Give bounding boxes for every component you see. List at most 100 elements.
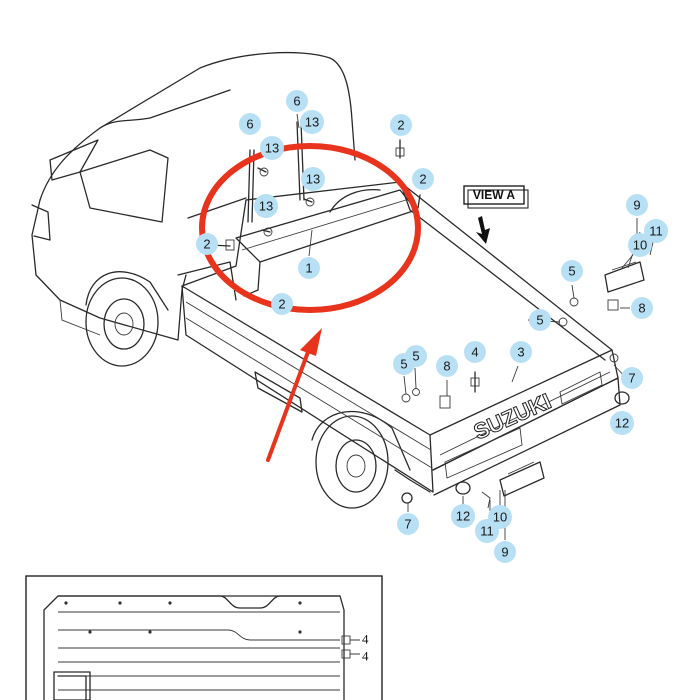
callout-2: 2: [412, 168, 434, 190]
callout-number: 13: [305, 115, 319, 130]
callout-6: 6: [239, 113, 261, 135]
callout-2: 2: [390, 114, 412, 136]
callout-number: 9: [501, 545, 508, 560]
callout-bubble: [644, 219, 668, 243]
callout-10: 10: [628, 233, 652, 257]
callout-number: 12: [456, 509, 470, 524]
view-a-shadow: [467, 189, 529, 209]
callout-bubble: [390, 114, 412, 136]
down-arrow-icon: [476, 216, 490, 244]
callout-number: 8: [443, 359, 450, 374]
callout-number: 7: [404, 517, 411, 532]
callout-bubble: [286, 90, 308, 112]
inset-callout-4b: 4: [362, 649, 369, 664]
callout-bubble: [196, 233, 218, 255]
callout-bubble: [451, 504, 475, 528]
callout-5: 5: [561, 260, 583, 282]
callout-number: 1: [305, 261, 312, 276]
callout-number: 10: [633, 238, 647, 253]
callout-bubble: [475, 519, 499, 543]
callout-number: 12: [615, 416, 629, 431]
inset-callout-4a: 4: [362, 632, 369, 647]
callout-number: 5: [400, 357, 407, 372]
callout-13: 13: [301, 167, 325, 191]
callout-number: 11: [649, 224, 663, 239]
inset-frame: [25, 575, 383, 700]
callout-bubble: [397, 513, 419, 535]
highlight-ring: [199, 143, 421, 313]
callout-12: 12: [451, 504, 475, 528]
callout-7: 7: [397, 513, 419, 535]
callout-number: 2: [203, 237, 210, 252]
callout-bubble: [494, 541, 516, 563]
callout-number: 7: [628, 371, 635, 386]
callout-bubble: [621, 367, 643, 389]
callout-bubble: [626, 194, 648, 216]
callout-number: 6: [246, 117, 253, 132]
callout-number: 13: [306, 172, 320, 187]
callout-2: 2: [196, 233, 218, 255]
fasteners: [209, 139, 645, 509]
callout-number: 2: [419, 172, 426, 187]
callout-bubble: [239, 113, 261, 135]
callout-number: 3: [517, 345, 524, 360]
leader-lines: [296, 113, 655, 540]
callout-4: 4: [464, 341, 486, 363]
view-a-indicator: VIEW A: [463, 185, 529, 244]
callout-number: 13: [259, 199, 273, 214]
callout-13: 13: [260, 136, 284, 160]
rear-wheel: [311, 411, 411, 509]
callout-5: 5: [405, 345, 427, 367]
callout-bubble: [298, 257, 320, 279]
callout-bubble: [464, 341, 486, 363]
callout-number: 11: [480, 524, 494, 539]
callout-8: 8: [631, 297, 653, 319]
callout-number: 6: [293, 94, 300, 109]
callout-11: 11: [475, 519, 499, 543]
callout-bubble: [412, 168, 434, 190]
front-wheel: [85, 271, 169, 367]
callout-bubble: [405, 345, 427, 367]
inset-panel-detail: 4 4: [25, 575, 383, 700]
callout-bubble: [610, 411, 634, 435]
callout-bubble: [631, 297, 653, 319]
callout-bubble: [260, 136, 284, 160]
callout-2: 2: [271, 293, 293, 315]
callout-number: 4: [471, 345, 478, 360]
callout-number: 13: [265, 141, 279, 156]
callout-bubble: [254, 194, 278, 218]
callout-bubble: [628, 233, 652, 257]
callout-13: 13: [300, 110, 324, 134]
callout-13: 13: [254, 194, 278, 218]
callout-9: 9: [494, 541, 516, 563]
callout-number: 2: [278, 297, 285, 312]
callout-number: 9: [633, 198, 640, 213]
callout-8: 8: [436, 355, 458, 377]
callout-6: 6: [286, 90, 308, 112]
callout-bubble: [561, 260, 583, 282]
callout-bubble: [271, 293, 293, 315]
view-a-label: VIEW A: [473, 188, 516, 202]
callout-12: 12: [610, 411, 634, 435]
callout-3: 3: [510, 341, 532, 363]
callout-bubble: [301, 167, 325, 191]
callout-1: 1: [298, 257, 320, 279]
callout-number: 5: [568, 264, 575, 279]
callout-number: 5: [412, 349, 419, 364]
callout-bubble: [529, 309, 551, 331]
callout-number: 5: [536, 313, 543, 328]
callout-bubble: [300, 110, 324, 134]
callout-9: 9: [626, 194, 648, 216]
truck-cab: [31, 51, 356, 341]
callout-bubble: [510, 341, 532, 363]
callout-5: 5: [529, 309, 551, 331]
red-arrow-icon: [266, 328, 322, 462]
callout-11: 11: [644, 219, 668, 243]
callout-bubble: [436, 355, 458, 377]
callout-number: 2: [397, 118, 404, 133]
callout-number: 10: [493, 510, 507, 525]
callout-number: 8: [638, 301, 645, 316]
